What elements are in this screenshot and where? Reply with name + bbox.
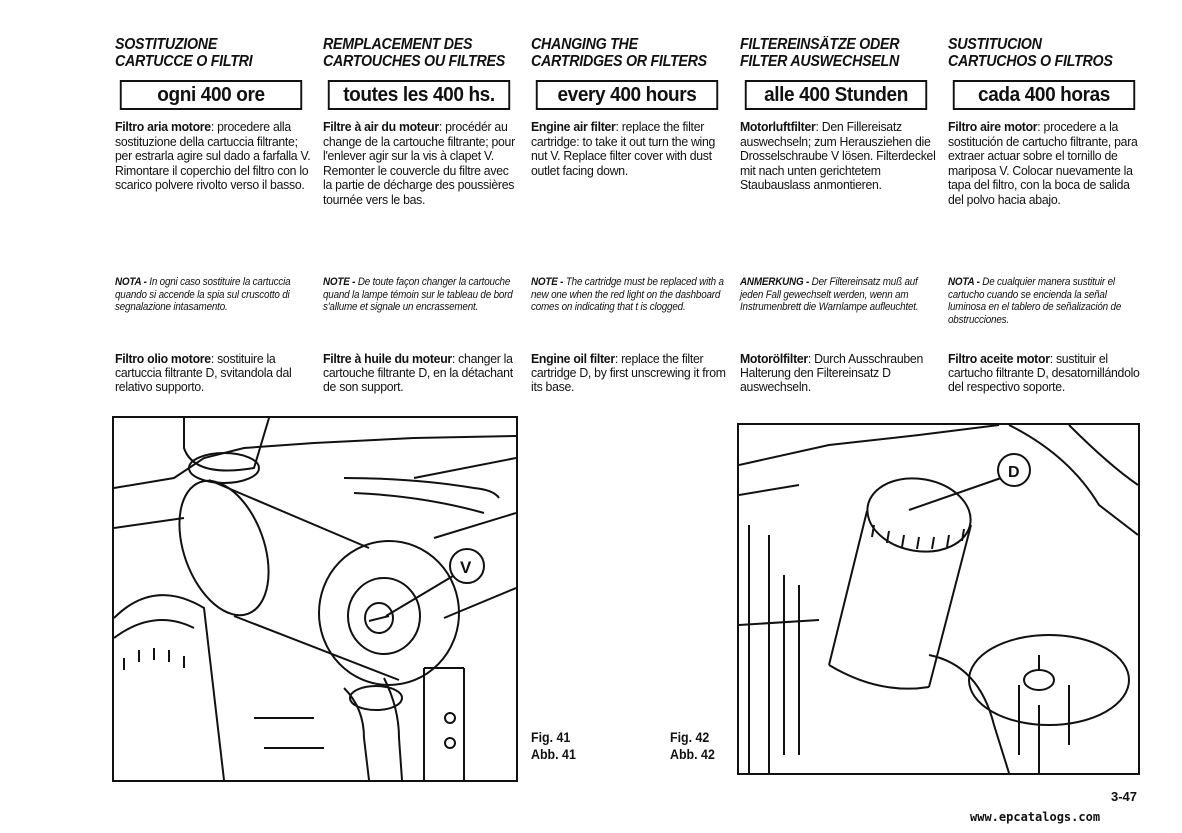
column-german: FILTEREINSÄTZE ODER FILTER AUSWECHSELN a… [740,36,938,393]
air-filter-drawing: V [114,418,516,780]
column-english: CHANGING THE CARTRIDGES OR FILTERS every… [531,36,729,393]
oil-filter-paragraph: Filtre à huile du moteur: changer la car… [323,351,513,394]
interval-box: alle 400 Stunden [744,80,928,110]
section-title: REMPLACEMENT DES CARTOUCHES OU FILTRES [323,36,505,70]
callout-d-label: D [1008,464,1020,481]
interval-box: every 400 hours [535,80,719,110]
air-filter-paragraph: Filtro aire motor: procedere a la sostit… [948,119,1138,207]
callout-v-label: V [460,558,472,577]
note-paragraph: NOTA - De cualquier manera sustituir el … [948,276,1122,326]
note-paragraph: ANMERKUNG - Der Filtereinsatz muß auf je… [740,276,919,314]
figure-41-caption: Fig. 41 Abb. 41 [531,730,576,762]
note-paragraph: NOTE - The cartridge must be replaced wi… [531,276,724,314]
figure-41-air-filter: V [112,416,518,782]
note-paragraph: NOTE - De toute façon changer la cartouc… [323,276,513,314]
oil-filter-paragraph: Motorölfilter: Durch Ausschrauben Halter… [740,351,924,394]
column-french: REMPLACEMENT DES CARTOUCHES OU FILTRES t… [323,36,521,393]
column-spanish: SUSTITUCION CARTUCHOS O FILTROS cada 400… [948,36,1146,393]
interval-box: ogni 400 ore [119,80,303,110]
air-filter-paragraph: Engine air filter: replace the filter ca… [531,119,716,178]
figure-42-oil-filter: D [737,423,1140,775]
section-title: SUSTITUCION CARTUCHOS O FILTROS [948,36,1113,70]
air-filter-paragraph: Filtro aria motore: procedere alla sosti… [115,119,311,193]
section-title: FILTEREINSÄTZE ODER FILTER AUSWECHSELN [740,36,900,70]
air-filter-paragraph: Motorluftfilter: Den Fillereisatz auswec… [740,119,936,193]
interval-box: cada 400 horas [952,80,1136,110]
interval-box: toutes les 400 hs. [327,80,511,110]
figure-42-caption: Fig. 42 Abb. 42 [670,730,715,762]
note-paragraph: NOTA - In ogni caso sostituire la cartuc… [115,276,291,314]
column-italian: SOSTITUZIONE CARTUCCE O FILTRI ogni 400 … [115,36,313,393]
section-title: CHANGING THE CARTRIDGES OR FILTERS [531,36,707,70]
oil-filter-paragraph: Filtro aceite motor: sustituir el cartuc… [948,351,1140,394]
oil-filter-paragraph: Engine oil filter: replace the filter ca… [531,351,726,394]
section-title: SOSTITUZIONE CARTUCCE O FILTRI [115,36,253,70]
page-number: 3-47 [1111,789,1138,804]
footer-url: www.epcatalogs.com [970,810,1101,824]
oil-filter-drawing: D [739,425,1138,773]
oil-filter-paragraph: Filtro olio motore: sostituire la cartuc… [115,351,292,394]
air-filter-paragraph: Filtre à air du moteur: procédér au chan… [323,119,515,207]
